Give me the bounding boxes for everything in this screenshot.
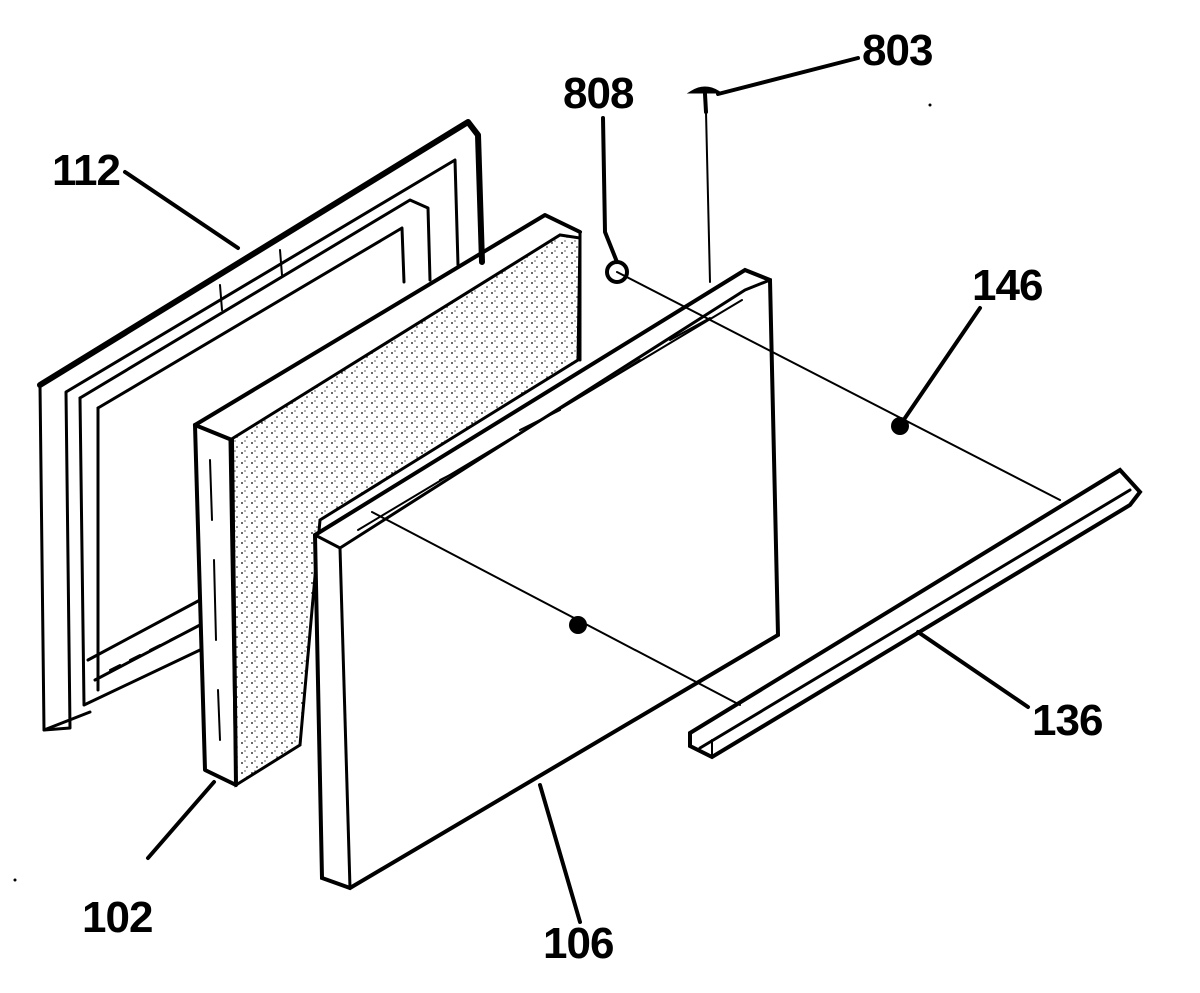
speck	[13, 878, 17, 882]
door-panel-106	[312, 267, 781, 891]
insulation-panel-102	[193, 213, 582, 788]
door-frame-112	[37, 119, 485, 732]
screw-803	[686, 86, 724, 114]
label-146: 146	[972, 261, 1042, 310]
label-112: 112	[52, 146, 120, 195]
label-102: 102	[82, 893, 152, 942]
assembly-lines	[371, 111, 1061, 706]
fastener-center	[569, 616, 587, 634]
handle-136	[688, 467, 1143, 760]
leader-lines	[123, 56, 1030, 924]
label-808: 808	[563, 69, 634, 118]
label-803: 803	[862, 26, 932, 75]
label-136: 136	[1032, 696, 1102, 745]
label-106: 106	[543, 919, 613, 968]
fastener-146	[891, 417, 909, 435]
speck	[928, 103, 932, 107]
